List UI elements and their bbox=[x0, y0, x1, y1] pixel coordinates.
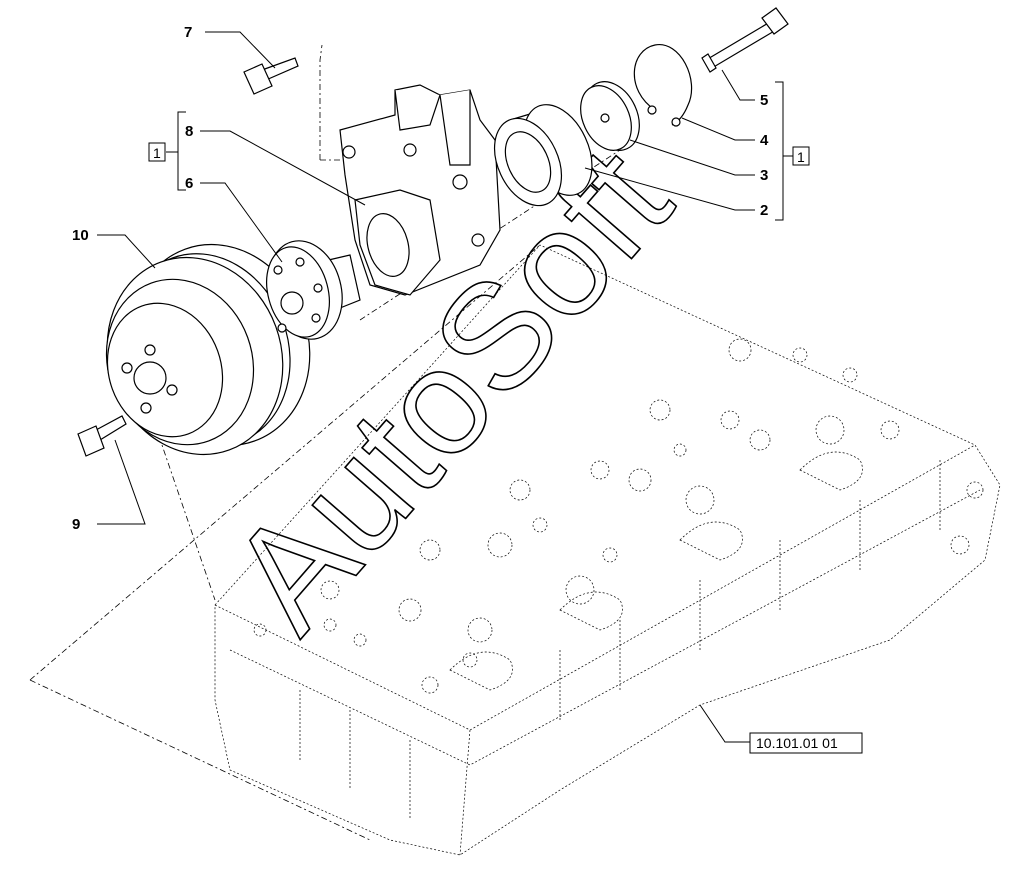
bearing bbox=[493, 104, 593, 207]
callout-4: 4 bbox=[760, 132, 769, 149]
callout-5: 5 bbox=[760, 92, 768, 109]
long-bolt bbox=[701, 7, 789, 73]
bolt-upper bbox=[243, 57, 299, 95]
reference-box: 10.101.01 01 bbox=[749, 732, 863, 754]
callout-labels: 7 8 6 10 9 5 4 3 2 bbox=[72, 24, 769, 533]
callout-10: 10 bbox=[72, 227, 89, 244]
valve-ports bbox=[449, 451, 863, 691]
group-bracket-left: 1 bbox=[148, 111, 186, 191]
seal-disc bbox=[580, 81, 640, 151]
group-bracket-right: 1 bbox=[775, 81, 810, 221]
group-ref-right: 1 bbox=[797, 149, 805, 165]
callout-7: 7 bbox=[184, 24, 192, 41]
callout-6: 6 bbox=[185, 175, 193, 192]
hub bbox=[266, 240, 361, 340]
group-ref-left: 1 bbox=[153, 145, 161, 161]
callout-3: 3 bbox=[760, 167, 768, 184]
callout-9: 9 bbox=[72, 516, 80, 533]
pulley bbox=[105, 243, 311, 456]
callout-2: 2 bbox=[760, 202, 768, 219]
leader-lines bbox=[97, 31, 755, 743]
callout-8: 8 bbox=[185, 123, 193, 140]
circlip bbox=[633, 44, 693, 127]
bolt-lower bbox=[77, 415, 127, 457]
reference-number: 10.101.01 01 bbox=[756, 735, 838, 751]
head-holes bbox=[253, 338, 984, 694]
pump-housing bbox=[339, 84, 501, 296]
